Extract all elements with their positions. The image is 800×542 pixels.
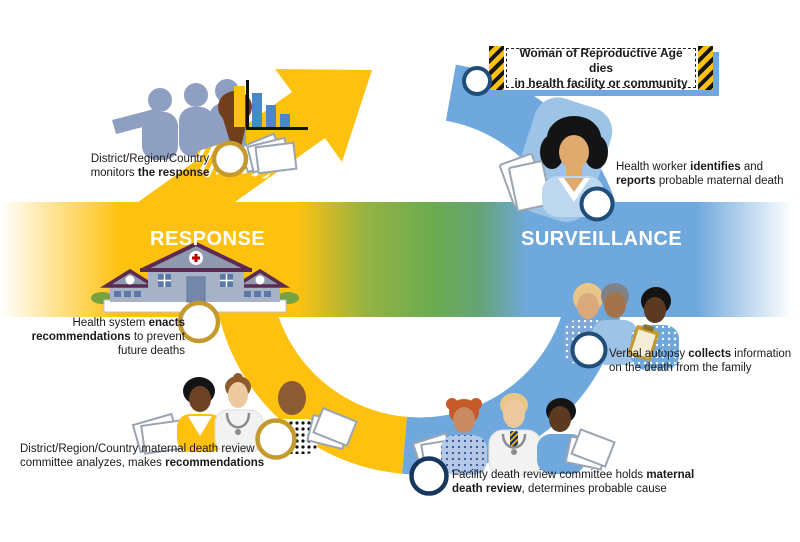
text-segment: enacts: [148, 317, 185, 329]
step-verbal-autopsy-label: Verbal autopsy collects information on t…: [609, 347, 791, 375]
hospital-icon: [91, 241, 299, 313]
facility-review-committee-icon: [411, 393, 616, 476]
step-district-review-label: District/Region/Country maternal death r…: [20, 442, 264, 470]
text-segment: District/Region/Country maternal death r…: [20, 443, 255, 455]
text-segment: , determines probable cause: [521, 483, 667, 495]
step-node-enact: [177, 300, 221, 344]
text-segment: maternal: [646, 469, 695, 481]
stethoscope-icon: [501, 433, 527, 455]
text-segment: to prevent: [130, 331, 185, 343]
step-node-district-review: [255, 418, 297, 460]
bar-chart-icon: [234, 80, 308, 130]
step-monitor-label: District/Region/Country monitors the res…: [76, 152, 224, 180]
hazard-stripe-icon: [489, 46, 504, 90]
death-event-box: Woman of Reproductive Age dies in health…: [489, 46, 713, 90]
surveillance-label: SURVEILLANCE: [521, 228, 683, 250]
text-segment: information: [731, 348, 792, 360]
step-facility-review-label: Facility death review committee holds ma…: [452, 468, 694, 496]
text-segment: identifies: [690, 161, 741, 173]
text-segment: monitors: [90, 167, 138, 179]
death-event-line1: Woman of Reproductive Age dies: [519, 45, 683, 75]
step-node-report: [579, 186, 615, 222]
text-segment: Health worker: [616, 161, 691, 173]
text-segment: recommendations: [165, 457, 265, 469]
text-segment: committee analyzes, makes: [20, 457, 166, 469]
step-node-facility-review: [409, 456, 449, 496]
text-segment: collects: [688, 348, 732, 360]
clipboard-icon: [627, 323, 660, 362]
text-segment: the response: [137, 167, 210, 179]
text-segment: and: [740, 161, 764, 173]
death-event-text: Woman of Reproductive Age dies in health…: [506, 45, 696, 90]
step-node-verbal-autopsy: [570, 331, 608, 369]
response-label: RESPONSE: [150, 228, 266, 250]
step-node-monitor: [211, 140, 249, 178]
text-segment: recommendations: [31, 331, 131, 343]
text-segment: reports: [616, 175, 656, 187]
text-segment: District/Region/Country: [90, 153, 210, 165]
hazard-stripe-icon: [698, 46, 713, 90]
text-segment: death review: [452, 483, 522, 495]
step-enact-label: Health system enacts recommendations to …: [15, 316, 185, 358]
step-node-death-event: [462, 66, 492, 96]
text-segment: probable maternal death: [655, 175, 784, 187]
death-event-line2: in health facility or community: [514, 75, 688, 90]
text-segment: future deaths: [117, 345, 185, 357]
text-segment: on the death from the family: [609, 362, 752, 374]
text-segment: Verbal autopsy: [609, 348, 689, 360]
documents-icon: [237, 132, 298, 175]
text-segment: Facility death review committee holds: [452, 469, 647, 481]
text-segment: Health system: [72, 317, 149, 329]
stethoscope-icon: [225, 412, 251, 435]
step-identify-label: Health worker identifies and reports pro…: [616, 160, 784, 188]
